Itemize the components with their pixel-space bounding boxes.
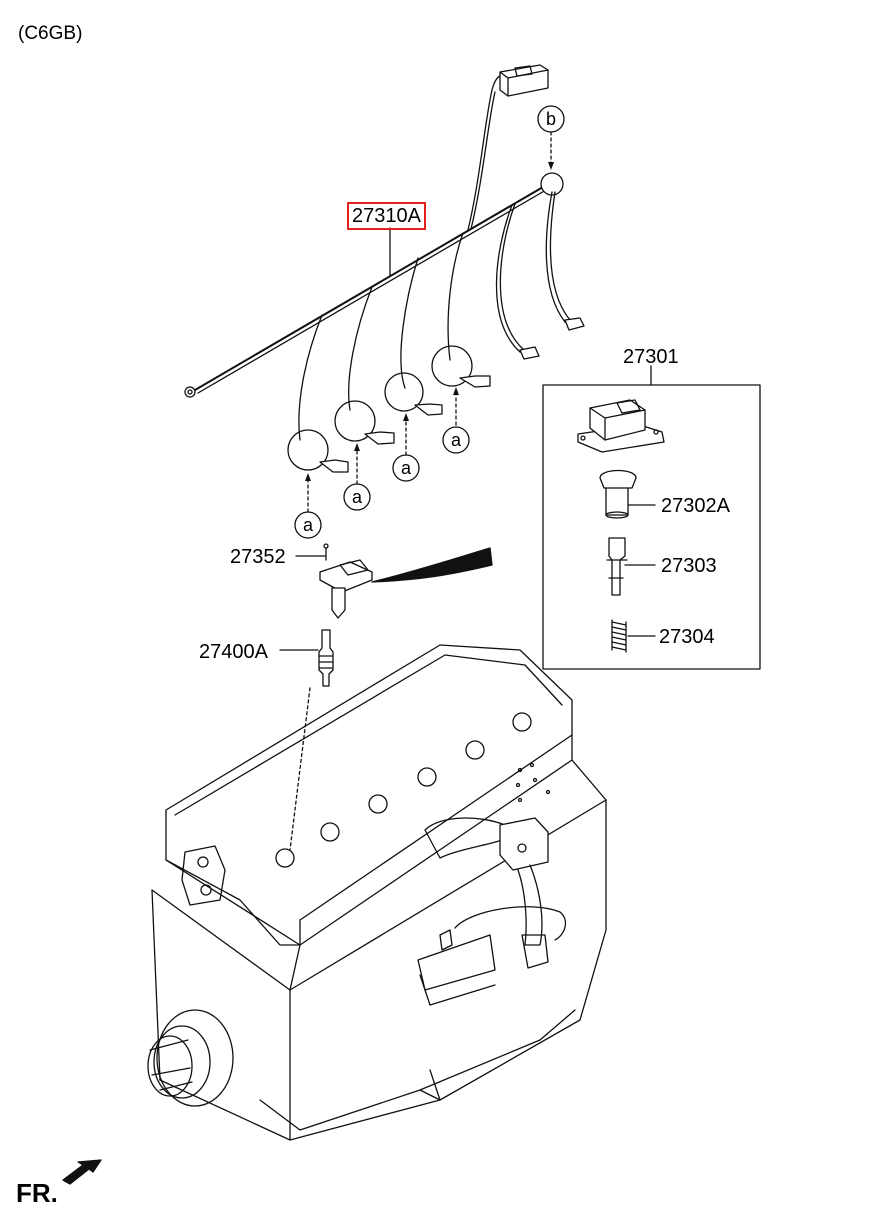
part-27301-label[interactable]: 27301 — [623, 346, 679, 368]
callout-a-circle — [294, 511, 322, 539]
coil-pointer-wedge — [371, 547, 493, 583]
front-direction-label: FR. — [16, 1178, 58, 1208]
small-ignition-coil — [295, 543, 373, 619]
coil-boot — [599, 469, 656, 519]
coil-rod — [606, 537, 656, 596]
front-direction-arrow — [62, 1159, 102, 1185]
callout-b-circle — [537, 105, 565, 133]
ignition-coil-body — [577, 399, 665, 453]
callout-a-letter: a — [451, 430, 462, 450]
engine-code-label: (C6GB) — [18, 23, 83, 44]
callout-a-circle — [343, 483, 371, 511]
part-27352-label[interactable]: 27352 — [230, 546, 286, 568]
coil-spring — [611, 619, 656, 653]
part-27310A-label[interactable]: 27310A — [347, 202, 426, 230]
callout-a-letter: a — [303, 515, 314, 535]
engine-block — [147, 644, 607, 1141]
part-27302A-label[interactable]: 27302A — [661, 495, 730, 517]
callout-b-letter: b — [546, 109, 556, 129]
ignition-wiring-harness — [184, 64, 585, 473]
callout-leaders — [289, 131, 552, 851]
callout-a-letter: a — [352, 487, 363, 507]
callout-a-circle — [392, 454, 420, 482]
coil-assembly-box — [542, 384, 761, 670]
callout-a-letter: a — [401, 458, 412, 478]
spark-plug — [279, 629, 334, 687]
arrow-heads — [305, 162, 554, 481]
part-27400A-label[interactable]: 27400A — [199, 641, 268, 663]
part-27303-label[interactable]: 27303 — [661, 555, 717, 577]
callout-a-circle — [442, 426, 470, 454]
part-27304-label[interactable]: 27304 — [659, 626, 715, 648]
